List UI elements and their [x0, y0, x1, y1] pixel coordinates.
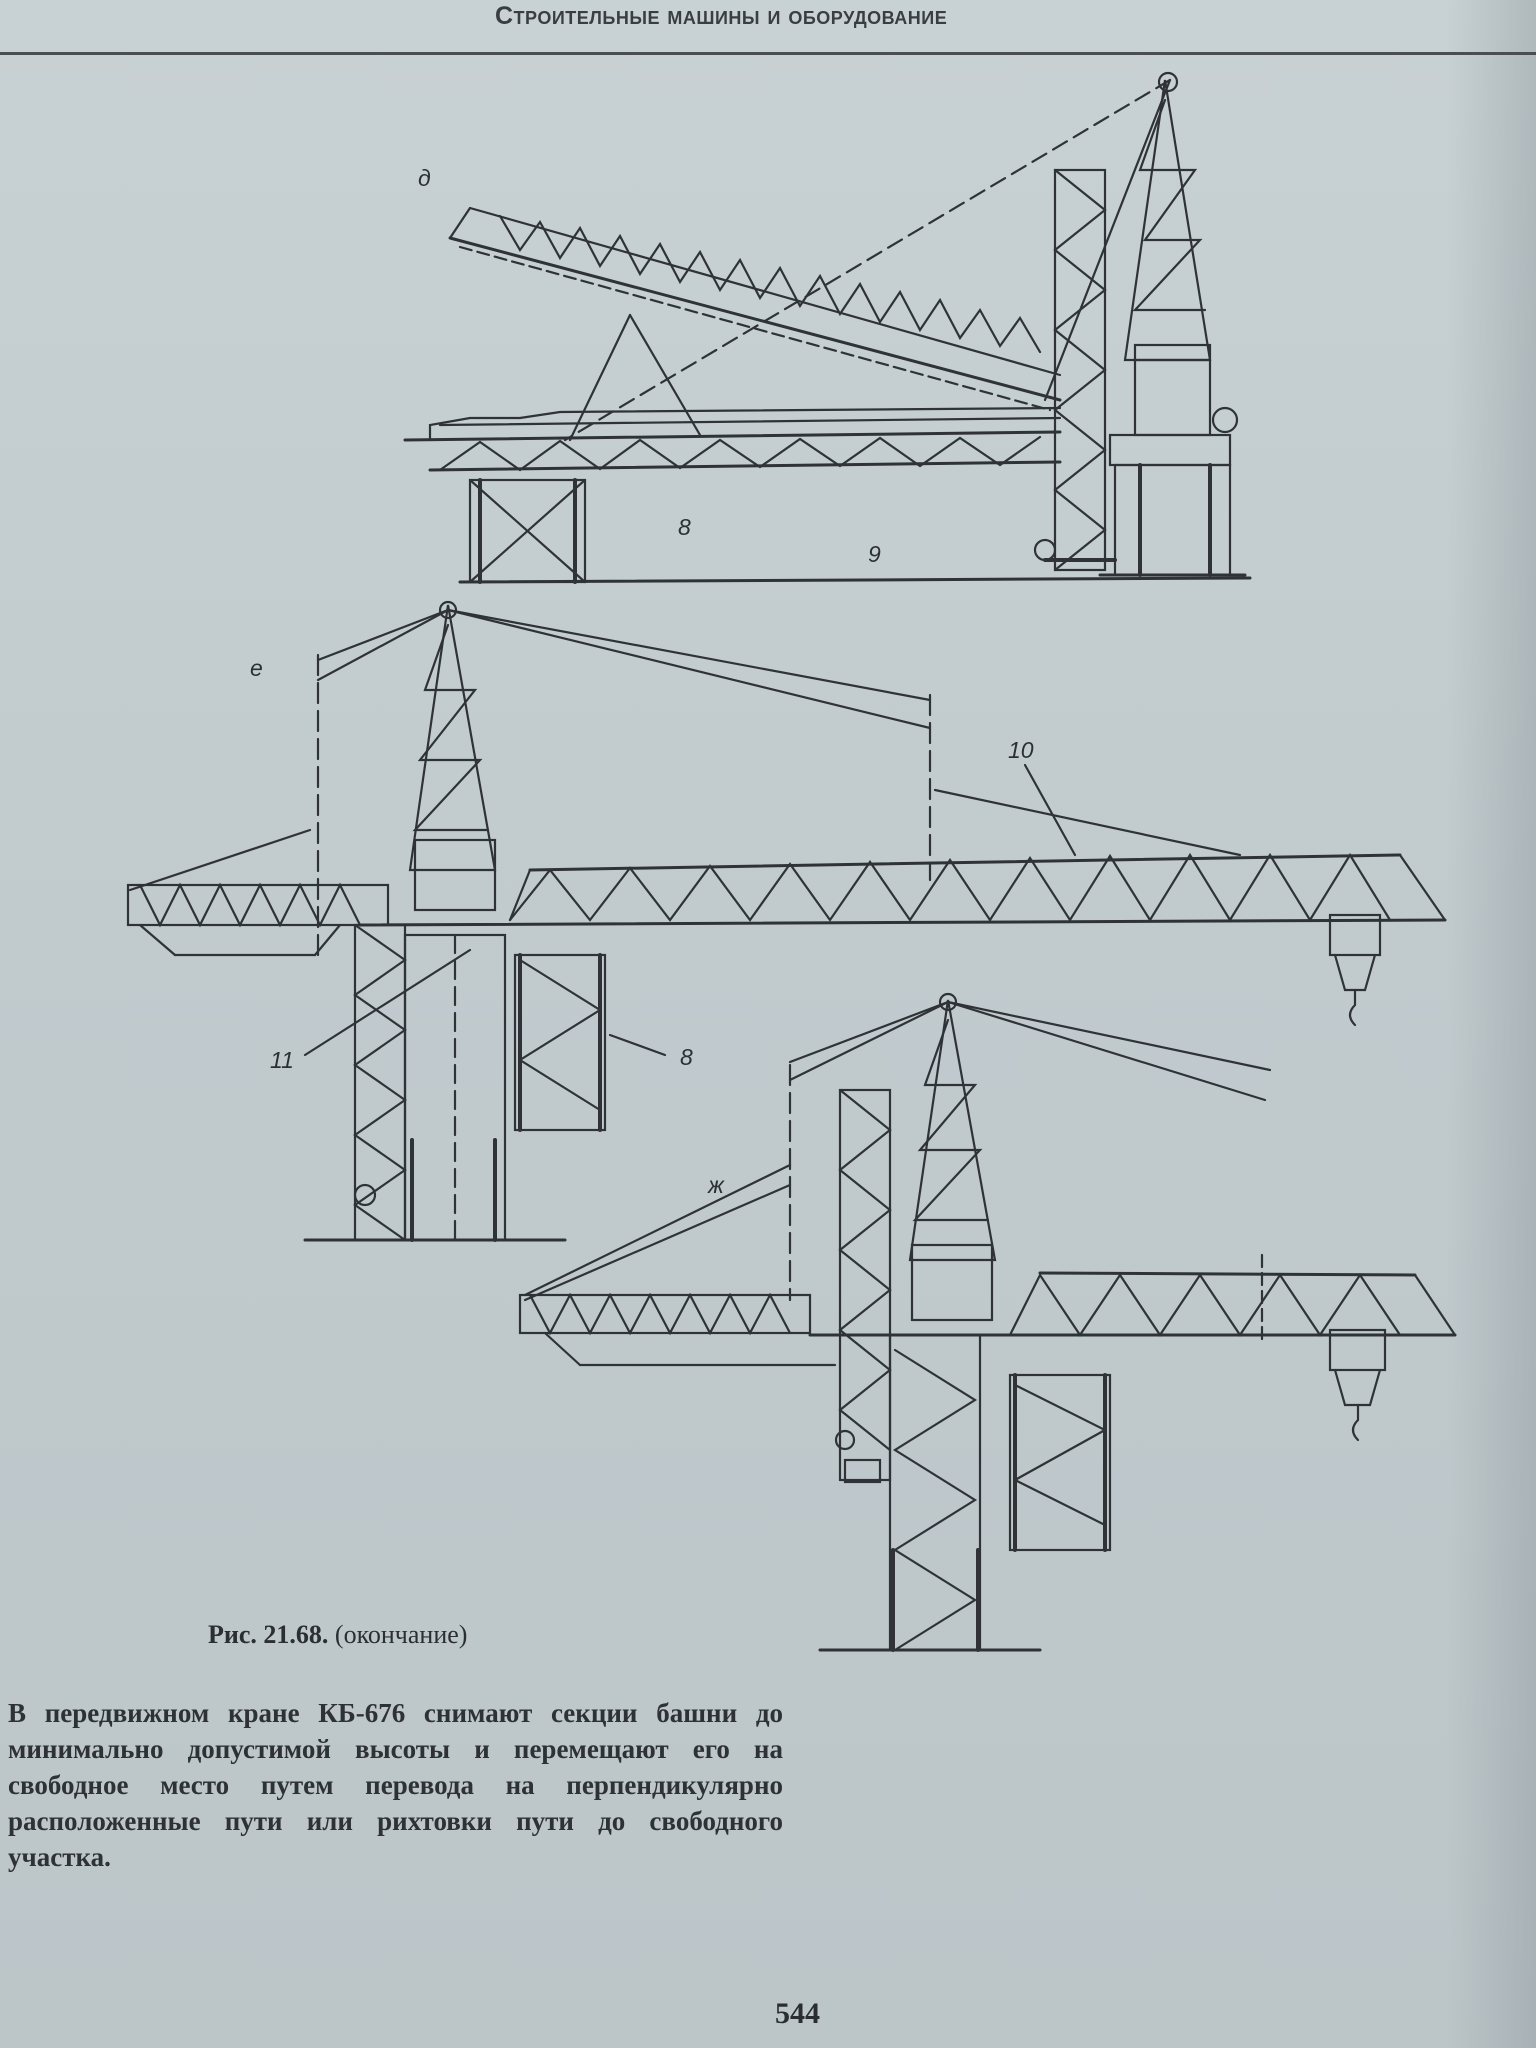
running-header: Строительные машины и оборудование	[495, 2, 948, 30]
panel-label-e: е	[250, 655, 263, 681]
page-number: 544	[775, 1997, 820, 2030]
callout-d-9: 9	[868, 541, 881, 567]
caption-number: Рис. 21.68.	[208, 1620, 329, 1649]
callout-e-11: 11	[270, 1047, 294, 1073]
panel-d-drawing	[403, 71, 1252, 584]
panel-zh-drawing	[518, 992, 1457, 1652]
callout-e-8: 8	[680, 1044, 693, 1070]
callout-e-10: 10	[1008, 737, 1034, 763]
header-rule	[0, 52, 1536, 55]
caption-suffix: (окончание)	[334, 1620, 468, 1649]
panel-label-d: д	[418, 165, 431, 191]
body-paragraph: В передвижном кране КБ-676 снимают секци…	[8, 1698, 783, 1872]
panel-label-zh: ж	[707, 1172, 725, 1198]
panel-e-drawing	[126, 600, 1447, 1242]
figure-caption: Рис. 21.68. (окончание)	[208, 1620, 467, 1650]
callout-d-8: 8	[678, 514, 691, 540]
page-shadow	[1446, 0, 1536, 2048]
